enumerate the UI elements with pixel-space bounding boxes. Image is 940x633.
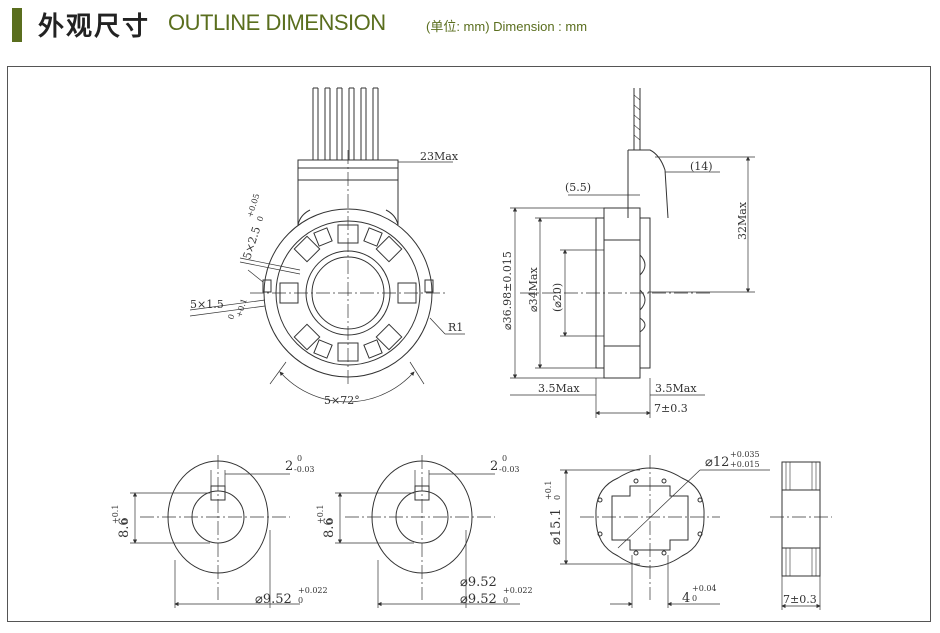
part-b-bore-tol-2: 0 xyxy=(503,596,508,605)
page-header: 外观尺寸 OUTLINE DIMENSION (单位: mm) Dimensio… xyxy=(0,0,940,46)
height-label: 32Max xyxy=(736,201,749,240)
angle-label: 5×72° xyxy=(324,394,360,407)
slot-main-label: 5×2.5 xyxy=(240,225,263,261)
part-b-height: 8.6 xyxy=(322,517,337,538)
part-c-inner-tol-upper: +0.035 xyxy=(730,450,760,459)
connector-width-label: 23Max xyxy=(420,150,459,163)
part-c-outer xyxy=(595,467,705,568)
part-b-bore-dia-2: ⌀9.52 xyxy=(460,592,497,607)
part-b-key-tol-upper: 0 xyxy=(502,454,507,463)
part-c-view xyxy=(560,455,770,608)
title-english: OUTLINE DIMENSION xyxy=(168,10,386,35)
lead-wires xyxy=(312,87,379,160)
part-b-key-width: 2 xyxy=(490,459,498,474)
slot-main-tol2: 0 xyxy=(255,215,265,223)
slot-small-label: 5×1.5 xyxy=(190,298,224,311)
part-b-view xyxy=(335,455,520,608)
part-b-bore-dia-1: ⌀9.52 xyxy=(460,575,497,590)
title-chinese: 外观尺寸 xyxy=(38,12,151,42)
slot-small-tol: +0.1 xyxy=(234,297,249,318)
right-protrusion-label: 3.5Max xyxy=(655,382,697,395)
part-a-bore-tol-lower: 0 xyxy=(298,596,303,605)
slot-small-tol2: 0 xyxy=(226,313,236,321)
part-c-inner-dia: ⌀12 xyxy=(705,455,729,470)
part-d-thickness: 7±0.3 xyxy=(783,593,817,606)
part-c-width-tol-lower: 0 xyxy=(692,594,697,603)
part-a-bore-dia: ⌀9.52 xyxy=(255,592,292,607)
part-a-key-tol-upper: 0 xyxy=(297,454,302,463)
part-a-key-width: 2 xyxy=(285,459,293,474)
cable-offset-label: (14) xyxy=(690,160,713,173)
unit-note: (单位: mm) Dimension : mm xyxy=(426,19,588,34)
part-c-outer-tol-lower: 0 xyxy=(553,495,562,500)
part-b-height-tol-upper: +0.1 xyxy=(316,505,325,524)
radius-label: R1 xyxy=(448,321,463,334)
connector-bracket xyxy=(627,149,669,219)
part-b-bore-tol-1: +0.022 xyxy=(503,586,533,595)
accent-bar xyxy=(12,8,22,42)
part-a-height: 8.6 xyxy=(117,517,132,538)
part-c-inner-tol-lower: +0.015 xyxy=(730,460,760,469)
slot-main-tol: +0.05 xyxy=(245,193,261,219)
part-b-height-tol-lower: 0 xyxy=(325,519,334,524)
notch-left xyxy=(262,279,272,293)
side-view xyxy=(510,88,755,418)
inner-dia-label: (⌀20) xyxy=(551,283,564,312)
part-c-outer-dia: ⌀15.1 xyxy=(549,508,564,545)
part-c-width-tol-upper: +0.04 xyxy=(692,584,717,593)
left-protrusion-label: 3.5Max xyxy=(538,382,580,395)
lead-offset-label: (5.5) xyxy=(565,181,591,194)
part-d-body xyxy=(781,461,821,577)
part-a-height-tol-upper: +0.1 xyxy=(111,505,120,524)
body-dia-label: ⌀34Max xyxy=(527,267,540,312)
outer-dia-label: ⌀36.98±0.015 xyxy=(501,251,514,330)
part-d-view xyxy=(770,461,832,610)
part-b-key-tol-lower: -0.03 xyxy=(499,465,520,474)
part-a-view xyxy=(130,455,300,608)
part-c-inner xyxy=(611,485,689,551)
part-c-outer-tol-upper: +0.1 xyxy=(544,481,553,500)
thickness-label: 7±0.3 xyxy=(654,402,688,415)
drawing-frame xyxy=(7,66,931,622)
notch-right xyxy=(424,279,434,293)
part-a-height-tol-lower: 0 xyxy=(120,519,129,524)
part-a-bore-tol-upper: +0.022 xyxy=(298,586,328,595)
part-c-width: 4 xyxy=(682,591,690,606)
front-view xyxy=(189,87,465,403)
part-a-key-tol-lower: -0.03 xyxy=(294,465,315,474)
